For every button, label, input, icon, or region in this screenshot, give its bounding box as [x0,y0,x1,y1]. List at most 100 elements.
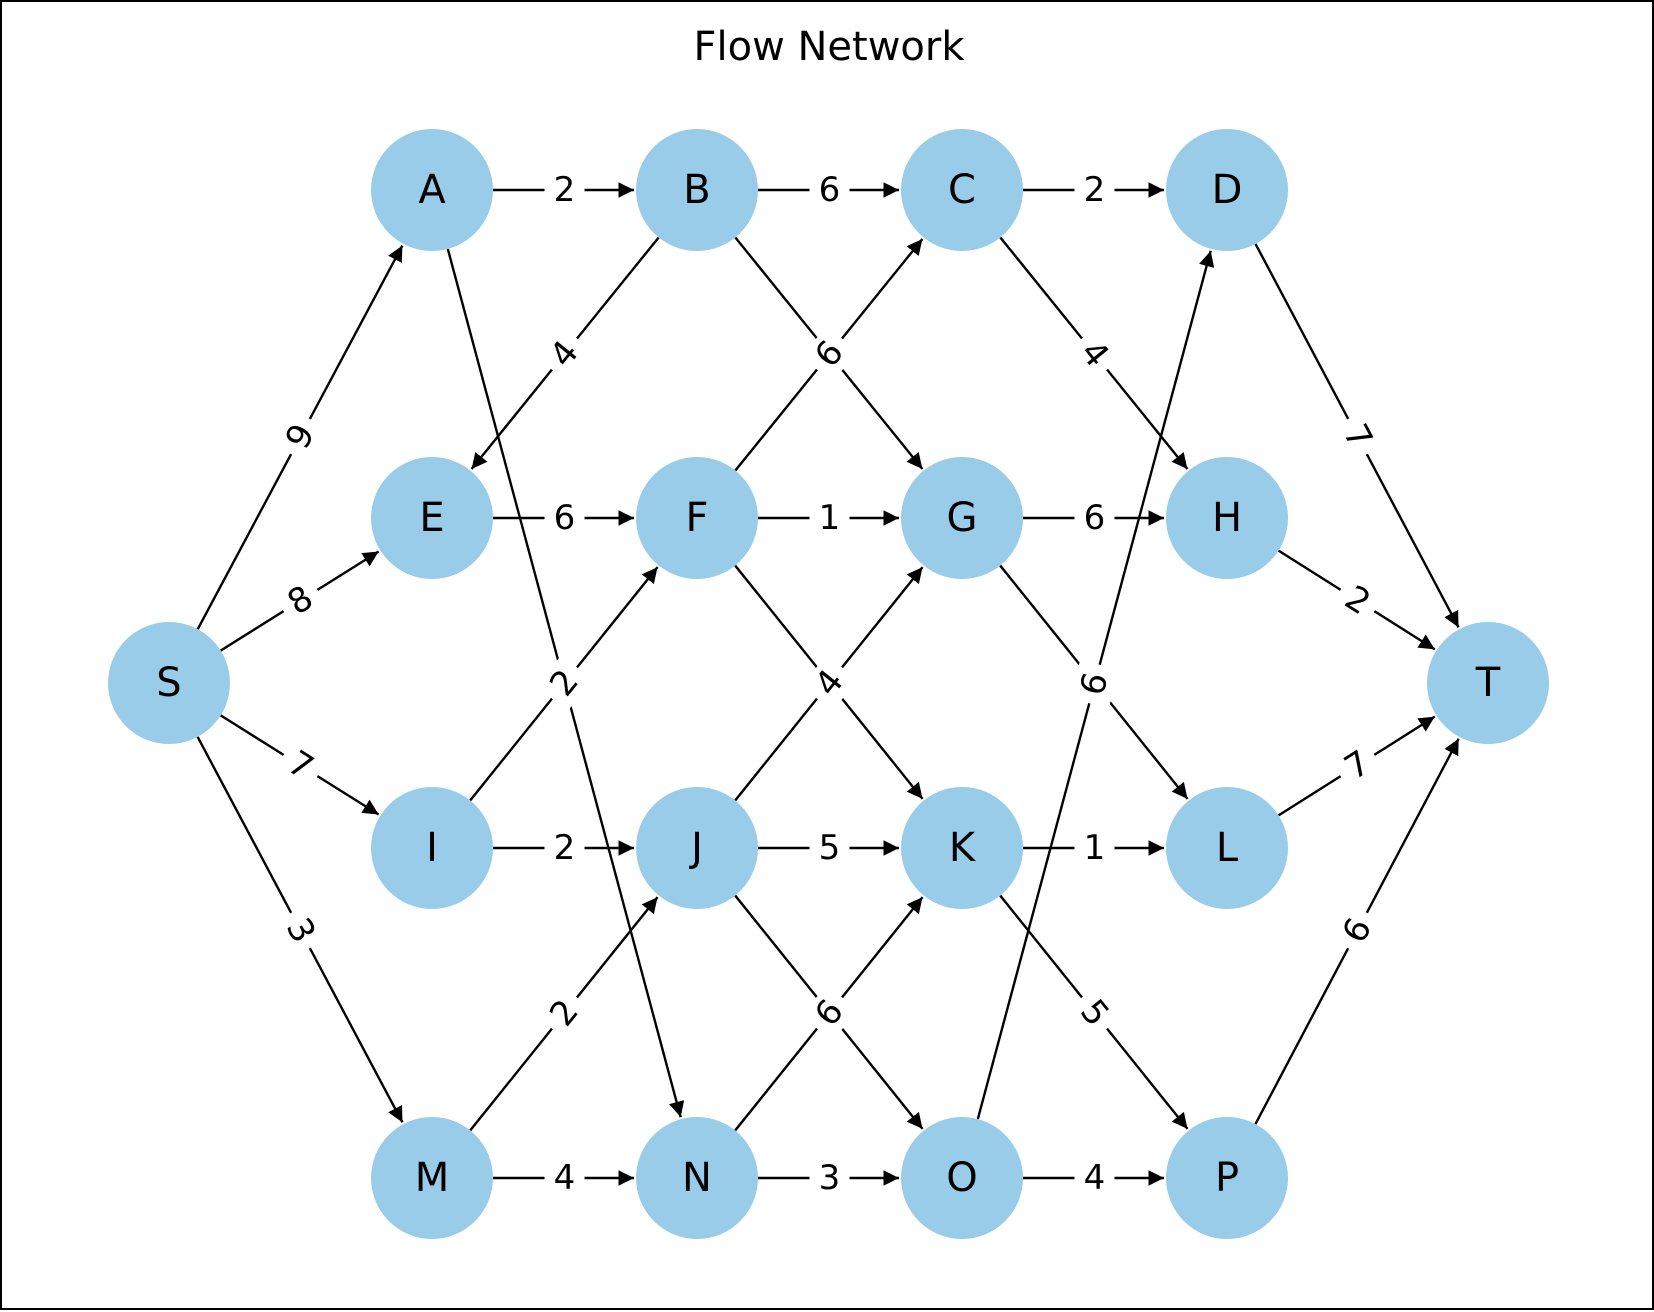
edge-label-background [273,409,328,464]
edge-I-J: 2 [493,828,634,868]
edge-label-background [801,984,858,1042]
node-label-I: I [426,825,438,871]
edge-F-G: 1 [758,498,899,538]
edge-weight-J-K: 5 [819,828,841,868]
edge-label-background [1329,572,1386,629]
node-G: G [901,457,1023,579]
edge-label-background [1329,737,1386,794]
edge-B-E: 4 [470,236,660,470]
node-P: P [1166,1117,1288,1239]
node-circle-G [901,457,1023,579]
node-M: M [371,1117,493,1239]
node-circle-K [901,787,1023,909]
node-I: I [371,787,493,909]
edge-label-background [544,828,585,868]
edge-weight-F-G: 1 [819,498,841,538]
edge-weight-C-D: 2 [1084,170,1106,210]
edge-weight-N-O: 3 [819,1158,841,1198]
edge-N-O: 3 [758,1158,899,1198]
edge-E-F: 6 [493,498,634,538]
node-circle-I [371,787,493,909]
edge-I-F: 2 [469,566,659,802]
edge-weight-B-C: 6 [819,170,841,210]
node-circle-D [1166,129,1288,251]
node-circle-E [371,457,493,579]
edge-O-D: 6 [976,250,1215,1120]
node-D: D [1166,129,1288,251]
edge-M-J: 2 [469,896,659,1132]
edge-H-T: 2 [1277,549,1436,651]
node-circle-A [371,129,493,251]
edge-S-A: 9 [196,245,404,630]
edge-label-background [1070,659,1119,709]
edge-weight-K-L: 1 [1084,828,1106,868]
edge-label-background [544,498,585,538]
node-circle-C [901,129,1023,251]
node-K: K [901,787,1023,909]
edge-L-T: 7 [1277,715,1436,817]
node-E: E [371,457,493,579]
node-label-B: B [683,167,710,213]
node-label-P: P [1215,1155,1239,1201]
edge-C-D: 2 [1023,170,1164,210]
edge-label-background [1074,170,1115,210]
chart-title: Flow Network [693,24,965,70]
edge-D-T: 7 [1254,243,1460,628]
node-label-N: N [682,1155,712,1201]
node-O: O [901,1117,1023,1239]
node-label-H: H [1212,495,1242,541]
node-H: H [1166,457,1288,579]
node-circle-L [1166,787,1288,909]
node-L: L [1166,787,1288,909]
edge-label-background [801,654,858,712]
node-label-O: O [946,1155,977,1201]
node-T: T [1427,622,1549,744]
node-J: J [636,787,758,909]
node-circle-B [636,129,758,251]
edge-weight-O-P: 4 [1084,1158,1106,1198]
edge-label-background [1074,828,1115,868]
edge-label-background [544,1158,585,1198]
node-label-M: M [415,1155,450,1201]
edge-B-C: 6 [758,170,899,210]
node-label-K: K [949,825,977,871]
edge-P-T: 6 [1254,738,1460,1125]
edge-S-I: 7 [220,714,380,816]
edge-weight-E-F: 6 [554,498,576,538]
edge-S-E: 8 [220,550,380,652]
node-C: C [901,129,1023,251]
edge-label-background [272,737,329,794]
node-S: S [108,622,230,744]
edge-label-background [1074,498,1115,538]
edge-weight-M-N: 4 [554,1158,576,1198]
edge-A-B: 2 [493,170,634,210]
node-label-T: T [1475,660,1501,706]
node-label-F: F [685,495,708,541]
node-label-J: J [688,825,703,871]
node-circle-H [1166,457,1288,579]
edge-label-background [1074,1158,1115,1198]
node-circle-J [636,787,758,909]
edge-S-M: 3 [196,736,404,1123]
edge-label-background [1330,903,1385,958]
edge-label-background [1066,325,1123,383]
edge-F-C: 6 [734,238,924,472]
edge-label-background [1330,409,1385,464]
edge-label-background [809,1158,850,1198]
edge-label-background [809,170,850,210]
edge-label-background [1066,984,1123,1042]
node-label-E: E [419,495,444,541]
edge-label-background [536,654,593,712]
edge-weight-A-B: 2 [554,170,576,210]
edge-label-background [536,325,593,383]
node-label-A: A [418,167,446,213]
node-N: N [636,1117,758,1239]
edge-label-background [801,325,858,383]
node-circle-T [1427,622,1549,744]
node-label-S: S [156,660,181,706]
edge-M-N: 4 [493,1158,634,1198]
edge-C-H: 4 [999,236,1189,470]
edge-O-P: 4 [1023,1158,1164,1198]
node-circle-O [901,1117,1023,1239]
